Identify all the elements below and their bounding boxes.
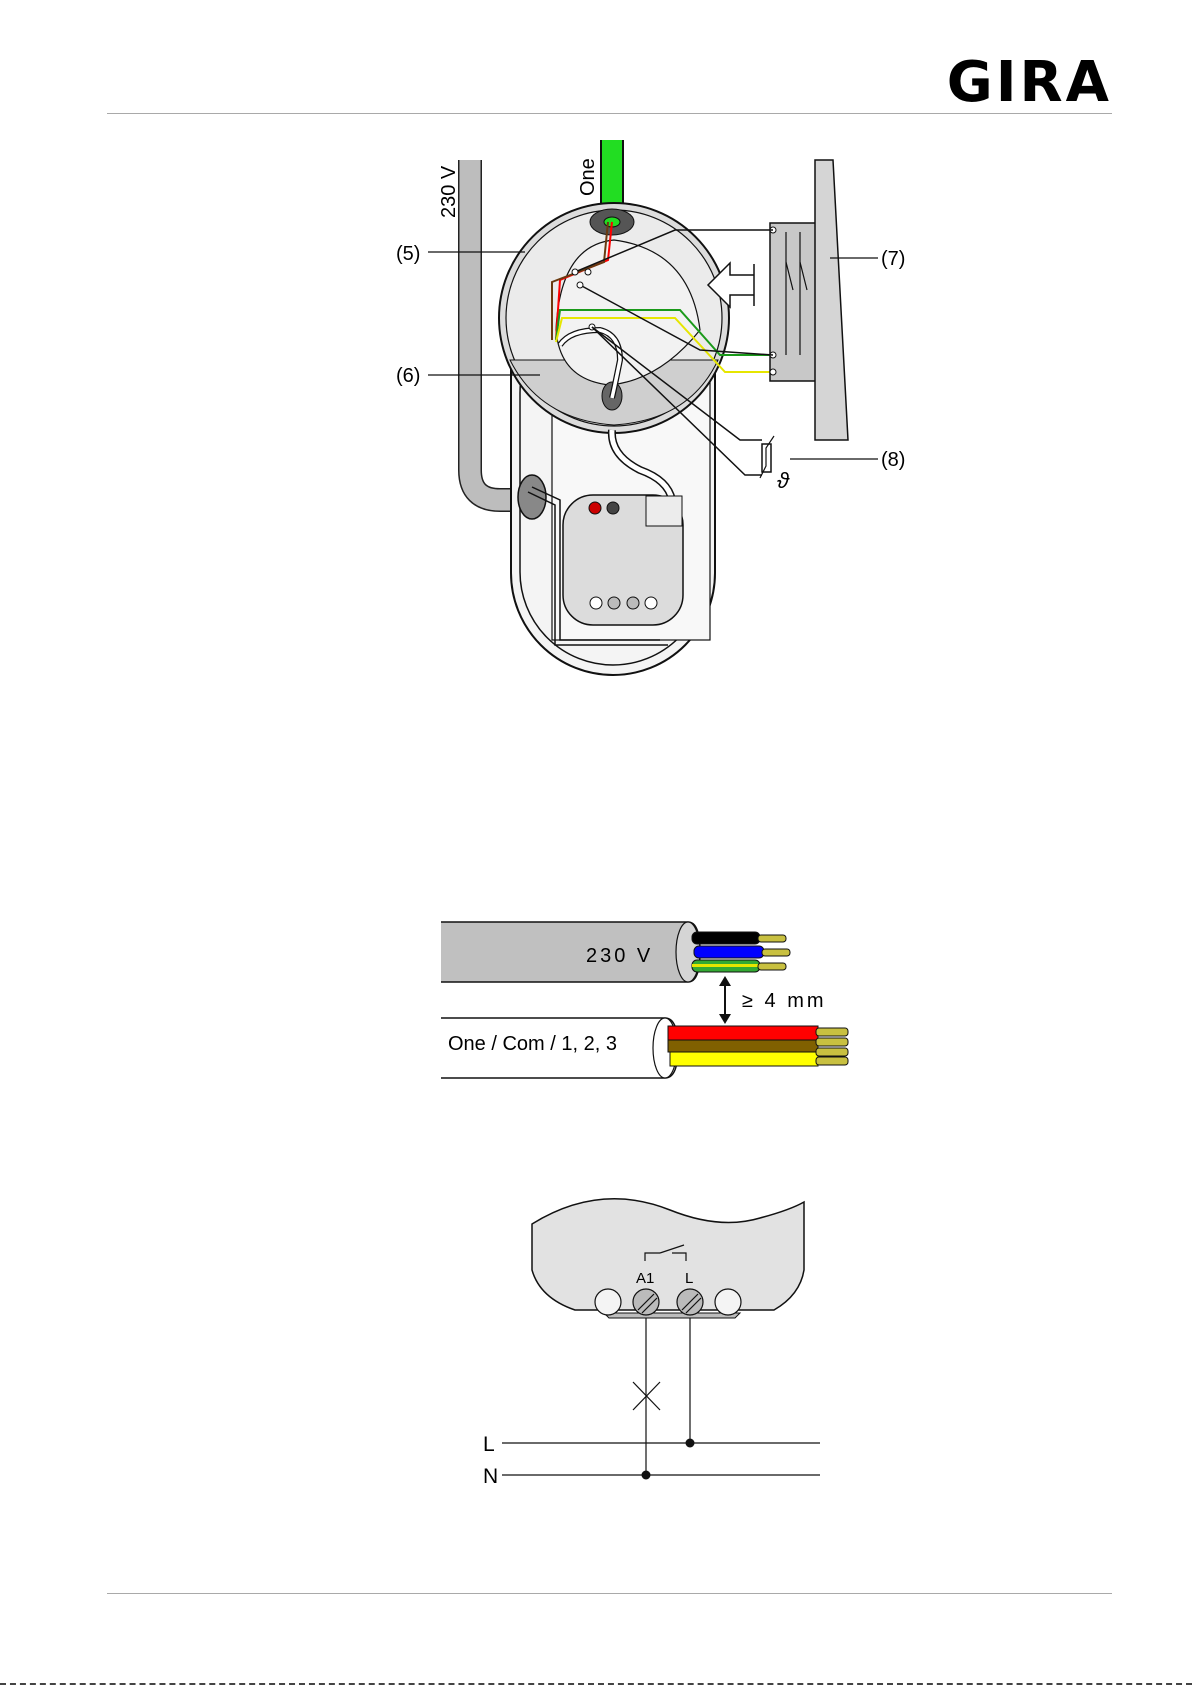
conductor-red: [668, 1026, 818, 1040]
terminal-a1-label: A1: [636, 1270, 654, 1287]
callout-5: (5): [396, 243, 420, 265]
cable-one-sheath-label: One / Com / 1, 2, 3: [448, 1033, 617, 1055]
spacing-label: ≥ 4 mm: [742, 990, 827, 1012]
cable-230v-sheath-label: 230 V: [586, 945, 653, 967]
actuator-body: [532, 1199, 804, 1310]
cable-230v-label: 230 V: [438, 165, 460, 218]
conductor-yellow: [670, 1052, 818, 1066]
conductor-brown: [668, 1040, 818, 1052]
cable-spacing-diagram: 230 V ≥ 4 mm One / Com / 1, 2, 3: [0, 900, 1192, 1100]
wiring-diagram: A1 L L N: [0, 1190, 1192, 1490]
mounting-diagram: 230 V One ϑ: [0, 0, 1192, 700]
sensor-symbol: ϑ: [777, 468, 790, 493]
terminal-l-label: L: [685, 1270, 693, 1287]
conductor-black: [692, 932, 760, 944]
callout-8: (8): [881, 449, 905, 471]
line-n-label: N: [483, 1465, 498, 1488]
callout-7: (7): [881, 248, 905, 270]
line-l-label: L: [483, 1433, 495, 1456]
cable-one-label: One: [577, 158, 599, 196]
conductor-blue: [694, 946, 764, 958]
callout-6: (6): [396, 365, 420, 387]
footer-rule: [107, 1593, 1112, 1594]
